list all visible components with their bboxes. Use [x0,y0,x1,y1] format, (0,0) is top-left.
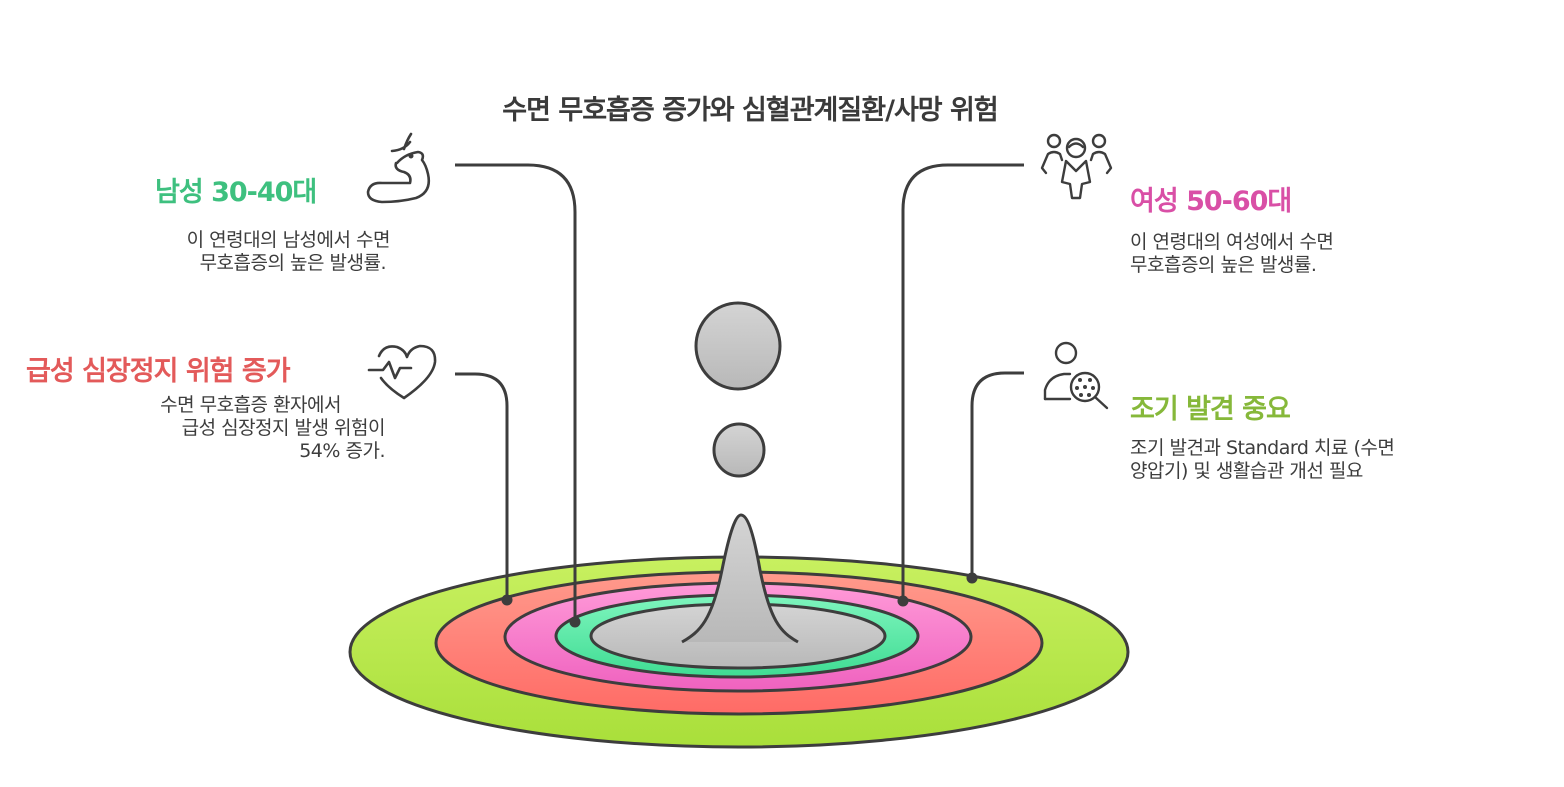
connector-male [455,163,577,621]
heading-female-50-60: 여성 50-60대 [1130,186,1292,217]
splash-peak-outline [681,513,799,644]
desc-early-line1: 조기 발견과 Standard 치료 (수면 [1130,437,1395,459]
heading-male-30-40: 남성 30-40대 [155,177,317,208]
drop-large [694,301,782,391]
heartbeat-icon [367,344,437,400]
connector-cardiac [455,372,509,599]
desc-male-line1: 이 연령대의 남성에서 수면 [186,229,391,251]
connector-early [970,371,1024,577]
drop-small [712,422,766,478]
desc-male-line2: 무호흡증의 높은 발생률. [199,252,387,274]
connector-dot-early [966,572,978,584]
group-women-icon [1040,133,1113,200]
desc-male: 이 연령대의 남성에서 수면 무호흡증의 높은 발생률. [80,229,391,275]
desc-early-line2: 양압기) 및 생활습관 개선 필요 [1130,460,1363,482]
desc-cardiac: 수면 무호흡증 환자에서 급성 심장정지 발생 위험이 54% 증가. [80,394,385,463]
desc-female-line2: 무호흡증의 높은 발생률. [1130,254,1317,276]
connector-female [901,163,1024,600]
desc-early: 조기 발견과 Standard 치료 (수면 양압기) 및 생활습관 개선 필요 [1130,437,1395,483]
page-title: 수면 무호흡증 증가와 심혈관계질환/사망 위험 [502,95,998,126]
heading-cardiac-risk: 급성 심장정지 위험 증가 [26,356,291,387]
desc-cardiac-line1: 수면 무호흡증 환자에서 [160,394,341,416]
deer-icon [366,132,431,204]
person-search-icon [1043,341,1109,410]
desc-cardiac-line3: 54% 증가. [299,440,385,462]
desc-cardiac-line2: 급성 심장정지 발생 위험이 [181,417,386,439]
desc-female: 이 연령대의 여성에서 수면 무호흡증의 높은 발생률. [1130,231,1334,277]
connector-dot-male [569,616,581,628]
desc-female-line1: 이 연령대의 여성에서 수면 [1130,231,1334,253]
connector-dot-cardiac [501,594,513,606]
connector-dot-female [897,595,909,607]
heading-early-detection: 조기 발견 중요 [1130,394,1291,425]
